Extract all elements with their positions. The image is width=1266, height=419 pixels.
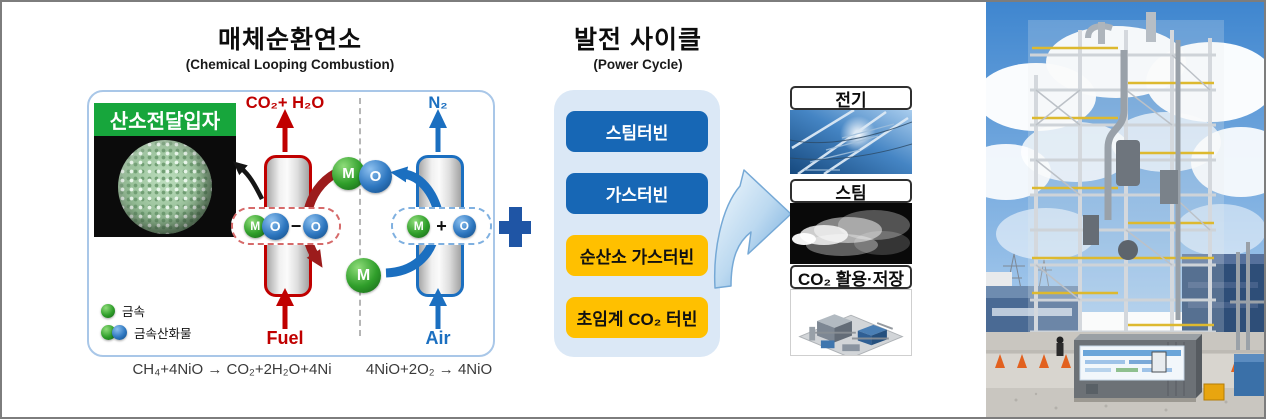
clc-title: 매체순환연소: [217, 26, 362, 54]
oxygen-carrier-particles: [118, 139, 212, 234]
big-right-arrow-icon: [713, 169, 792, 289]
output-label-co2-utilization-storage: CO₂ 활용·저장: [790, 265, 912, 289]
output-label-electricity: 전기: [790, 86, 912, 110]
mo-molecule-oxygen-circle: O: [359, 160, 392, 193]
turbine-item-oxyfuel-gas: 순산소 가스터빈: [566, 235, 708, 276]
air-reactor-species-oval: M + O: [391, 207, 492, 245]
air-input-label: Air: [425, 328, 451, 348]
electricity-photo: [790, 110, 912, 174]
yellow-crate: [1203, 383, 1225, 401]
ccus-plant-illustration: [790, 289, 912, 356]
turbine-item-gas: 가스터빈: [566, 173, 708, 214]
fuel-up-arrow-icon: [276, 288, 294, 329]
legend-metal-oxide-label: 금속산화물: [134, 327, 192, 341]
n2-up-arrow-icon: [429, 109, 447, 152]
plus-sign: +: [436, 216, 447, 236]
oxygen-carrier-label: 산소전달입자: [94, 103, 236, 136]
person: [1056, 336, 1064, 356]
legend-metal-label: 금속: [122, 305, 146, 319]
legend-metal-row: 금속: [101, 301, 192, 320]
fuel-reactor-species-oval: M O − O: [231, 207, 341, 245]
turbine-item-supercritical-co2: 초임계 CO₂ 터빈: [566, 297, 708, 338]
power-cycle-subtitle: (Power Cycle): [593, 57, 683, 72]
metal-oxide-legend-icon: [101, 325, 127, 340]
legend: 금속 금속산화물: [101, 301, 192, 345]
oxygen-circle: O: [261, 212, 289, 240]
air-up-arrow-icon: [429, 288, 447, 329]
plus-icon: [499, 207, 531, 247]
steam-photo: [790, 203, 912, 264]
plus-horizontal-bar: [499, 220, 531, 234]
metal-circle: M: [407, 214, 431, 238]
steel-structure: [1028, 12, 1224, 342]
fuel-input-label: Fuel: [266, 328, 304, 348]
metal-particle-circle: M: [346, 258, 381, 293]
legend-metal-oxide-row: 금속산화물: [101, 323, 192, 342]
minus-sign: −: [290, 216, 302, 236]
metal-legend-icon: [101, 303, 115, 318]
pipe-rack: [1230, 242, 1264, 396]
metal-circle: M: [243, 214, 267, 238]
output-label-steam: 스팀: [790, 179, 912, 203]
clc-subtitle: (Chemical Looping Combustion): [185, 57, 395, 72]
power-cycle-title: 발전 사이클: [574, 26, 702, 54]
air-reactor-product-label: N₂: [428, 94, 448, 112]
oxygen-circle: O: [452, 214, 476, 238]
oxygen-circle: O: [303, 213, 329, 239]
turbine-item-steam: 스팀터빈: [566, 111, 708, 152]
carrier-callout-arrow-icon: [232, 161, 265, 201]
oxygen-carrier-photo: [94, 136, 236, 237]
container-office: [1074, 334, 1202, 402]
fuel-reactor-equation: CH₄+4NiO → CO₂+2H₂O+4Ni: [132, 361, 332, 378]
reactor-divider-line: [359, 98, 361, 336]
pilot-plant-photo: [986, 2, 1264, 417]
co2-up-arrow-icon: [276, 109, 294, 152]
fuel-reactor-product-label: CO₂+ H₂O: [245, 94, 325, 112]
air-reactor-equation: 4NiO+2O₂ → 4NiO: [365, 361, 493, 378]
